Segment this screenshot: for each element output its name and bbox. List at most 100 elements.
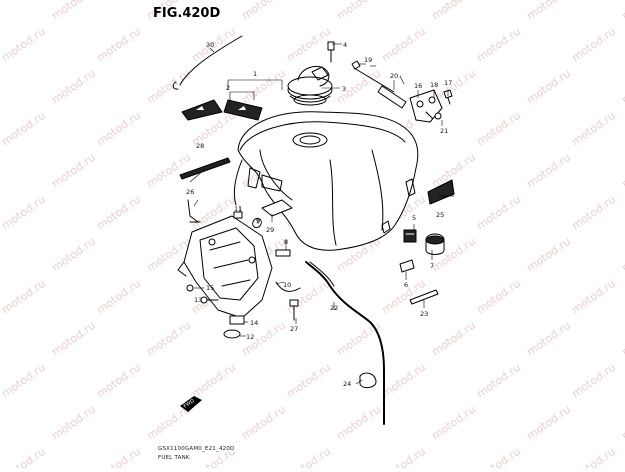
callout-16: 16 [414, 82, 422, 90]
watermark-text: motod.ru [0, 361, 48, 401]
tank-pin [351, 60, 407, 109]
watermark-text: motod.ru [474, 193, 523, 233]
watermark-text: motod.ru [334, 319, 383, 359]
watermark-text: motod.ru [239, 67, 288, 107]
callout-12: 12 [246, 333, 254, 341]
spacer-8 [275, 249, 291, 257]
watermark-text: motod.ru [524, 151, 573, 191]
fuel-tank [233, 111, 419, 251]
watermark-text: motod.ru [474, 277, 523, 317]
fuel-pump-bracket [177, 215, 273, 319]
watermark-text: motod.ru [144, 67, 193, 107]
watermark-text: motod.ru [619, 319, 625, 359]
bolt-27 [289, 299, 299, 321]
watermark-text: motod.ru [49, 0, 98, 22]
model-code: GSX1100GAM0_E21_420D [158, 446, 235, 452]
front-mark: FWD [183, 398, 196, 410]
rubber-mount-5 [403, 229, 417, 243]
watermark-text: motod.ru [49, 403, 98, 443]
callout-29: 29 [266, 226, 274, 234]
callout-20: 20 [390, 72, 398, 80]
watermark-text: motod.ru [474, 109, 523, 149]
watermark-text: motod.ru [284, 361, 333, 401]
callout-13: 13 [194, 296, 202, 304]
side-pad [427, 179, 455, 205]
watermark-text: motod.ru [569, 193, 618, 233]
watermark-text: motod.ru [429, 319, 478, 359]
gasket-29 [261, 199, 293, 217]
watermark-text: motod.ru [569, 361, 618, 401]
watermark-text: motod.ru [569, 109, 618, 149]
bolt-15 [186, 284, 194, 292]
callout-5: 5 [412, 214, 416, 222]
watermark-text: motod.ru [619, 67, 625, 107]
tank-emblem-right [223, 99, 263, 121]
hose-10 [275, 281, 301, 292]
callout-17: 17 [444, 79, 452, 87]
callout-21: 21 [440, 127, 448, 135]
watermark-text: motod.ru [94, 445, 143, 468]
watermark-text: motod.ru [619, 235, 625, 275]
callout-30: 30 [206, 41, 214, 49]
watermark-text: motod.ru [619, 0, 625, 22]
seal-strip [179, 157, 231, 180]
watermark-text: motod.ru [94, 109, 143, 149]
callout-2: 2 [226, 84, 230, 92]
strap-23 [409, 289, 439, 305]
watermark-text: motod.ru [189, 361, 238, 401]
hook-26 [187, 199, 201, 223]
watermark-text: motod.ru [284, 25, 333, 65]
watermark-text: motod.ru [429, 0, 478, 22]
watermark-text: motod.ru [0, 25, 48, 65]
watermark-text: motod.ru [239, 0, 288, 22]
watermark-text: motod.ru [619, 403, 625, 443]
watermark-text: motod.ru [429, 151, 478, 191]
watermark-text: motod.ru [239, 403, 288, 443]
watermark-text: motod.ru [0, 109, 48, 149]
drain-hose [305, 261, 385, 425]
callout-22: 22 [330, 304, 338, 312]
watermark-text: motod.ru [0, 445, 48, 468]
tank-emblem-left [181, 99, 223, 121]
watermark-text: motod.ru [94, 25, 143, 65]
cushion-6 [399, 259, 415, 273]
watermark-text: motod.ru [334, 403, 383, 443]
callout-11: 11 [234, 205, 242, 213]
callout-9: 9 [256, 217, 260, 225]
callout-24: 24 [343, 380, 351, 388]
washer-12 [223, 329, 241, 339]
breather-hose [172, 35, 243, 90]
watermark-text: motod.ru [524, 0, 573, 22]
clip-9 [252, 217, 262, 229]
callout-14: 14 [250, 319, 258, 327]
watermark-text: motod.ru [379, 25, 428, 65]
callout-18: 18 [430, 81, 438, 89]
callout-27: 27 [290, 325, 298, 333]
watermark-text: motod.ru [144, 151, 193, 191]
figure-title: FIG.420D [153, 6, 221, 21]
callout-3: 3 [342, 85, 346, 93]
callout-23: 23 [420, 310, 428, 318]
watermark-text: motod.ru [0, 67, 3, 107]
watermark-text: motod.ru [474, 25, 523, 65]
watermark-text: motod.ru [334, 0, 383, 22]
callout-1: 1 [253, 70, 257, 78]
callout-8: 8 [284, 238, 288, 246]
watermark-text: motod.ru [94, 361, 143, 401]
nut-14 [229, 315, 245, 325]
watermark-text: motod.ru [94, 277, 143, 317]
watermark-text: motod.ru [94, 193, 143, 233]
watermark-text: motod.ru [49, 67, 98, 107]
watermark-text: motod.ru [524, 403, 573, 443]
watermark-text: motod.ru [144, 319, 193, 359]
callout-28: 28 [196, 142, 204, 150]
watermark-text: motod.ru [0, 319, 3, 359]
callout-19: 19 [364, 56, 372, 64]
front-direction-icon: FWD [180, 396, 202, 412]
watermark-text: motod.ru [0, 0, 3, 22]
watermark-text: motod.ru [0, 193, 48, 233]
callout-6: 6 [404, 281, 408, 289]
watermark-text: motod.ru [619, 151, 625, 191]
